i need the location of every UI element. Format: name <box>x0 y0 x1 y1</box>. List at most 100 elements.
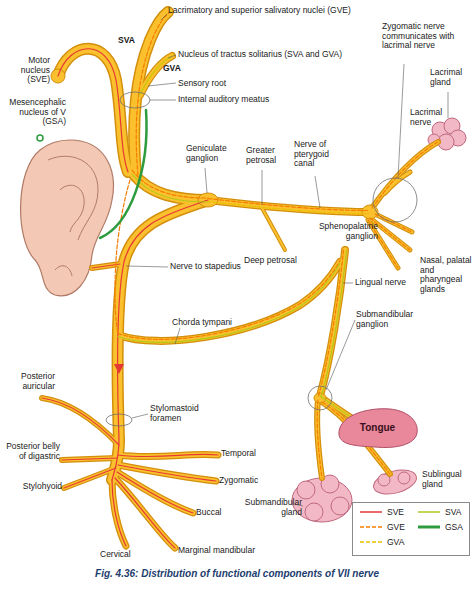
nerve-part <box>262 170 263 205</box>
anatomy-label: Submandibular gland <box>240 498 302 517</box>
legend-box: SVE SVA GVE GSA GVA <box>352 502 470 556</box>
legend-sample-line <box>418 511 440 513</box>
nerve-part <box>373 178 417 222</box>
nerve-part <box>208 199 368 211</box>
legend-sample-line <box>360 511 382 513</box>
nerve-part <box>175 328 180 344</box>
anatomy-label: Lacrimal nerve <box>410 108 456 127</box>
nerve-part <box>372 142 438 208</box>
nerve-part <box>205 168 207 193</box>
region-circles <box>106 92 417 426</box>
nerve-part <box>62 458 117 460</box>
anatomy-label: Motor nucleus (SVE) <box>0 56 50 85</box>
nerve-part <box>262 208 285 250</box>
legend-entry: GSA <box>417 522 463 532</box>
nerve-part <box>331 497 349 515</box>
nerve-part <box>58 49 128 172</box>
legend-sample-line <box>360 526 382 528</box>
nerve-part <box>112 480 126 546</box>
tongue-outline-path <box>339 409 417 448</box>
legend-entry: GVA <box>359 537 404 547</box>
nerve-part <box>362 205 378 219</box>
anatomy-label: GVA <box>163 64 181 74</box>
nerve-part <box>139 57 171 96</box>
legend-text: SVA <box>445 507 461 517</box>
anatomy-label: Sublingual gland <box>422 470 472 489</box>
nerve-part <box>114 364 124 374</box>
nerve-part <box>62 458 117 460</box>
legend-entry: SVA <box>417 507 461 517</box>
nerve-part <box>48 156 98 240</box>
anatomy-label: Posterior auricular <box>0 372 55 391</box>
nerve-part <box>106 414 132 426</box>
nerve-part <box>58 49 128 172</box>
anatomy-label: Lingual nerve <box>355 278 406 288</box>
nerve-part <box>118 465 216 481</box>
anatomy-label: Lacrimal gland <box>430 68 474 87</box>
nerve-part <box>398 64 404 178</box>
legend-sample-line <box>418 526 440 529</box>
nerve-part <box>297 481 315 499</box>
nerve-part <box>60 185 84 232</box>
legend-text: GVE <box>387 522 405 532</box>
nerve-part <box>118 454 218 456</box>
anatomy-label: Nerve to stapedius <box>170 262 241 272</box>
node-label: Tongue <box>360 422 395 433</box>
nerve-part <box>115 180 130 333</box>
nerve-part <box>322 250 347 396</box>
nerve-part <box>64 468 116 488</box>
anatomy-label: Nasal, palatal and pharyngeal glands <box>420 256 474 294</box>
tongue-shape: Tongue <box>335 405 420 450</box>
nerve-part <box>317 400 322 478</box>
nerve-part <box>21 140 114 296</box>
nerve-part <box>141 55 173 94</box>
nerve-part <box>118 454 218 456</box>
anatomy-label: Deep petrosal <box>244 256 297 266</box>
anatomy-label: Sensory root <box>178 79 226 89</box>
legend-sample <box>359 538 383 546</box>
nerve-part <box>319 250 344 396</box>
nerve-part <box>343 283 353 284</box>
ear-drawing <box>21 140 114 296</box>
node-text-wrap: Tongue <box>335 405 420 450</box>
nerve-part <box>42 398 119 445</box>
anatomy-label: Greater petrosal <box>246 146 291 165</box>
anatomy-label: Posterior belly of digastric <box>0 442 60 461</box>
leader-lines <box>126 14 448 506</box>
legend-sample <box>359 523 383 531</box>
nerve-part <box>55 266 72 276</box>
nerve-part <box>371 466 419 499</box>
nerve-part <box>118 261 340 340</box>
anatomy-label: Temporal <box>221 449 256 459</box>
nerve-part <box>115 12 438 478</box>
nerve-part <box>118 57 362 424</box>
nerve-part <box>120 92 150 108</box>
anatomy-label: Nerve of pterygoid canal <box>294 140 350 169</box>
legend-sample-line <box>360 541 382 543</box>
anatomy-label: Buccal <box>196 508 222 518</box>
nerve-part <box>100 110 147 238</box>
anatomy-label: Mesencephalic nucleus of V (GSA) <box>0 98 66 127</box>
anatomy-label: Submandibular ganglion <box>356 310 428 329</box>
legend-sample <box>359 508 383 516</box>
component-lines <box>37 12 438 548</box>
legend-sample <box>417 523 441 531</box>
anatomy-label: Zygomatic <box>219 476 258 486</box>
nerve-part <box>112 480 126 546</box>
anatomy-label: Lacrimatory and superior salivatory nucl… <box>168 6 373 16</box>
nerve-part <box>132 414 148 418</box>
anatomy-label: Internal auditory meatus <box>178 95 269 105</box>
legend-text: GVA <box>387 537 404 547</box>
nerve-part <box>168 55 176 58</box>
nerve-part <box>118 264 340 343</box>
nerve-part <box>161 14 167 20</box>
nerve-part <box>118 465 216 481</box>
nerve-part <box>208 202 368 214</box>
legend-entry: SVE <box>359 507 404 517</box>
nerve-part <box>326 320 355 390</box>
gland-drawings <box>292 118 466 522</box>
nerve-part <box>118 454 218 456</box>
nerve-part <box>37 135 43 141</box>
nerve-part <box>314 393 326 403</box>
